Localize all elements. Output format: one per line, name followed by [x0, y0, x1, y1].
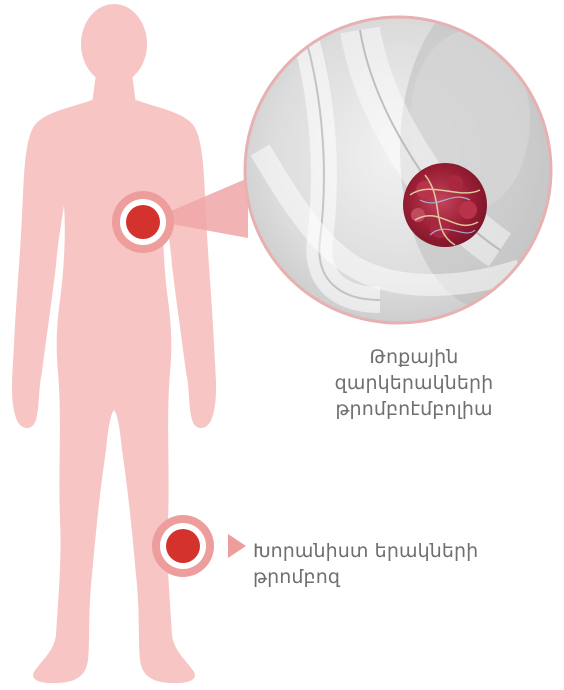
- blood-clot-illustration: [403, 163, 487, 247]
- lung-embolism-caption: Թոքային զարկերակների թրոմբոէմբոլիա: [282, 344, 546, 422]
- leg-caption-line1: Խորանիստ երակների: [253, 538, 553, 564]
- body-neck: [92, 74, 136, 104]
- body-torso-limbs: [12, 100, 216, 683]
- target-marker-icon: [152, 515, 214, 577]
- lung-caption-line3: թրոմբոէմբոլիա: [282, 396, 546, 422]
- triangle-right-icon: [228, 534, 246, 558]
- lung-caption-line2: զարկերակների: [282, 370, 546, 396]
- leg-thrombosis-caption: Խորանիստ երակների թրոմբոզ: [253, 538, 553, 590]
- leg-caption-line2: թրոմբոզ: [253, 564, 553, 590]
- target-marker-icon: [112, 191, 174, 253]
- human-body-silhouette: [12, 4, 216, 683]
- body-head: [81, 4, 147, 84]
- lung-caption-line1: Թոքային: [282, 344, 546, 370]
- lung-inset: [245, 0, 564, 323]
